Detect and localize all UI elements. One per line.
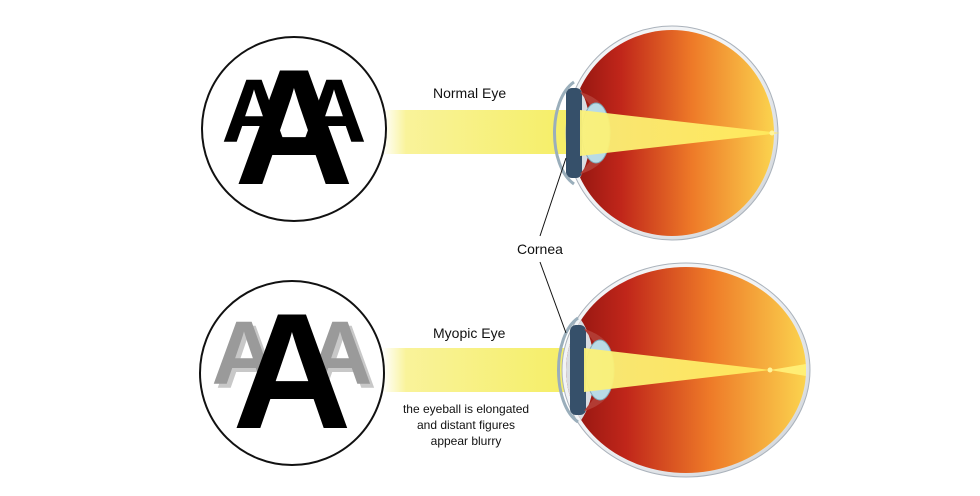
myopic-focus-rays — [584, 348, 770, 392]
myopic-eyeball — [557, 262, 811, 478]
normal-letter-center: A — [234, 35, 353, 219]
normal-light-beam — [382, 110, 582, 154]
normal-focus-rays — [580, 110, 780, 156]
normal-letter-left: A — [222, 62, 287, 162]
normal-eye-title: Normal Eye — [433, 85, 506, 101]
normal-eye-section: A A A Normal Eye — [201, 25, 780, 241]
myopic-diverging-rays — [770, 364, 806, 376]
normal-letters-circle: A A A — [201, 35, 387, 222]
cornea-callout: Cornea — [517, 157, 567, 334]
myopic-eye-title: Myopic Eye — [433, 325, 506, 341]
normal-eyeball — [553, 25, 780, 241]
normal-focal-point — [769, 130, 775, 136]
myopic-note-line-2: and distant figures — [417, 418, 515, 432]
cornea-leader-top — [539, 157, 567, 237]
myopic-cornea — [557, 316, 579, 424]
normal-iris — [566, 88, 582, 178]
cornea-label: Cornea — [517, 241, 563, 257]
myopic-letter-center: A — [232, 279, 351, 463]
myopic-letter-right-blur: A — [312, 308, 377, 408]
myopic-letter-left: A — [212, 304, 277, 404]
myopic-letter-right: A — [308, 304, 373, 404]
myopic-light-beam — [382, 348, 582, 392]
normal-letter-right: A — [302, 62, 367, 162]
cornea-leader-bottom — [539, 261, 567, 334]
normal-cornea — [553, 80, 575, 186]
myopic-eye-section: A A A A A Myopic Eye the eyeball is elon… — [199, 262, 811, 478]
myopic-focal-point — [767, 367, 773, 373]
myopic-letters-circle: A A A A A — [199, 279, 385, 466]
myopic-iris — [570, 325, 586, 415]
myopic-letter-left-blur: A — [216, 308, 281, 408]
myopic-note-line-3: appear blurry — [431, 434, 502, 448]
myopic-note-line-1: the eyeball is elongated — [403, 402, 529, 416]
